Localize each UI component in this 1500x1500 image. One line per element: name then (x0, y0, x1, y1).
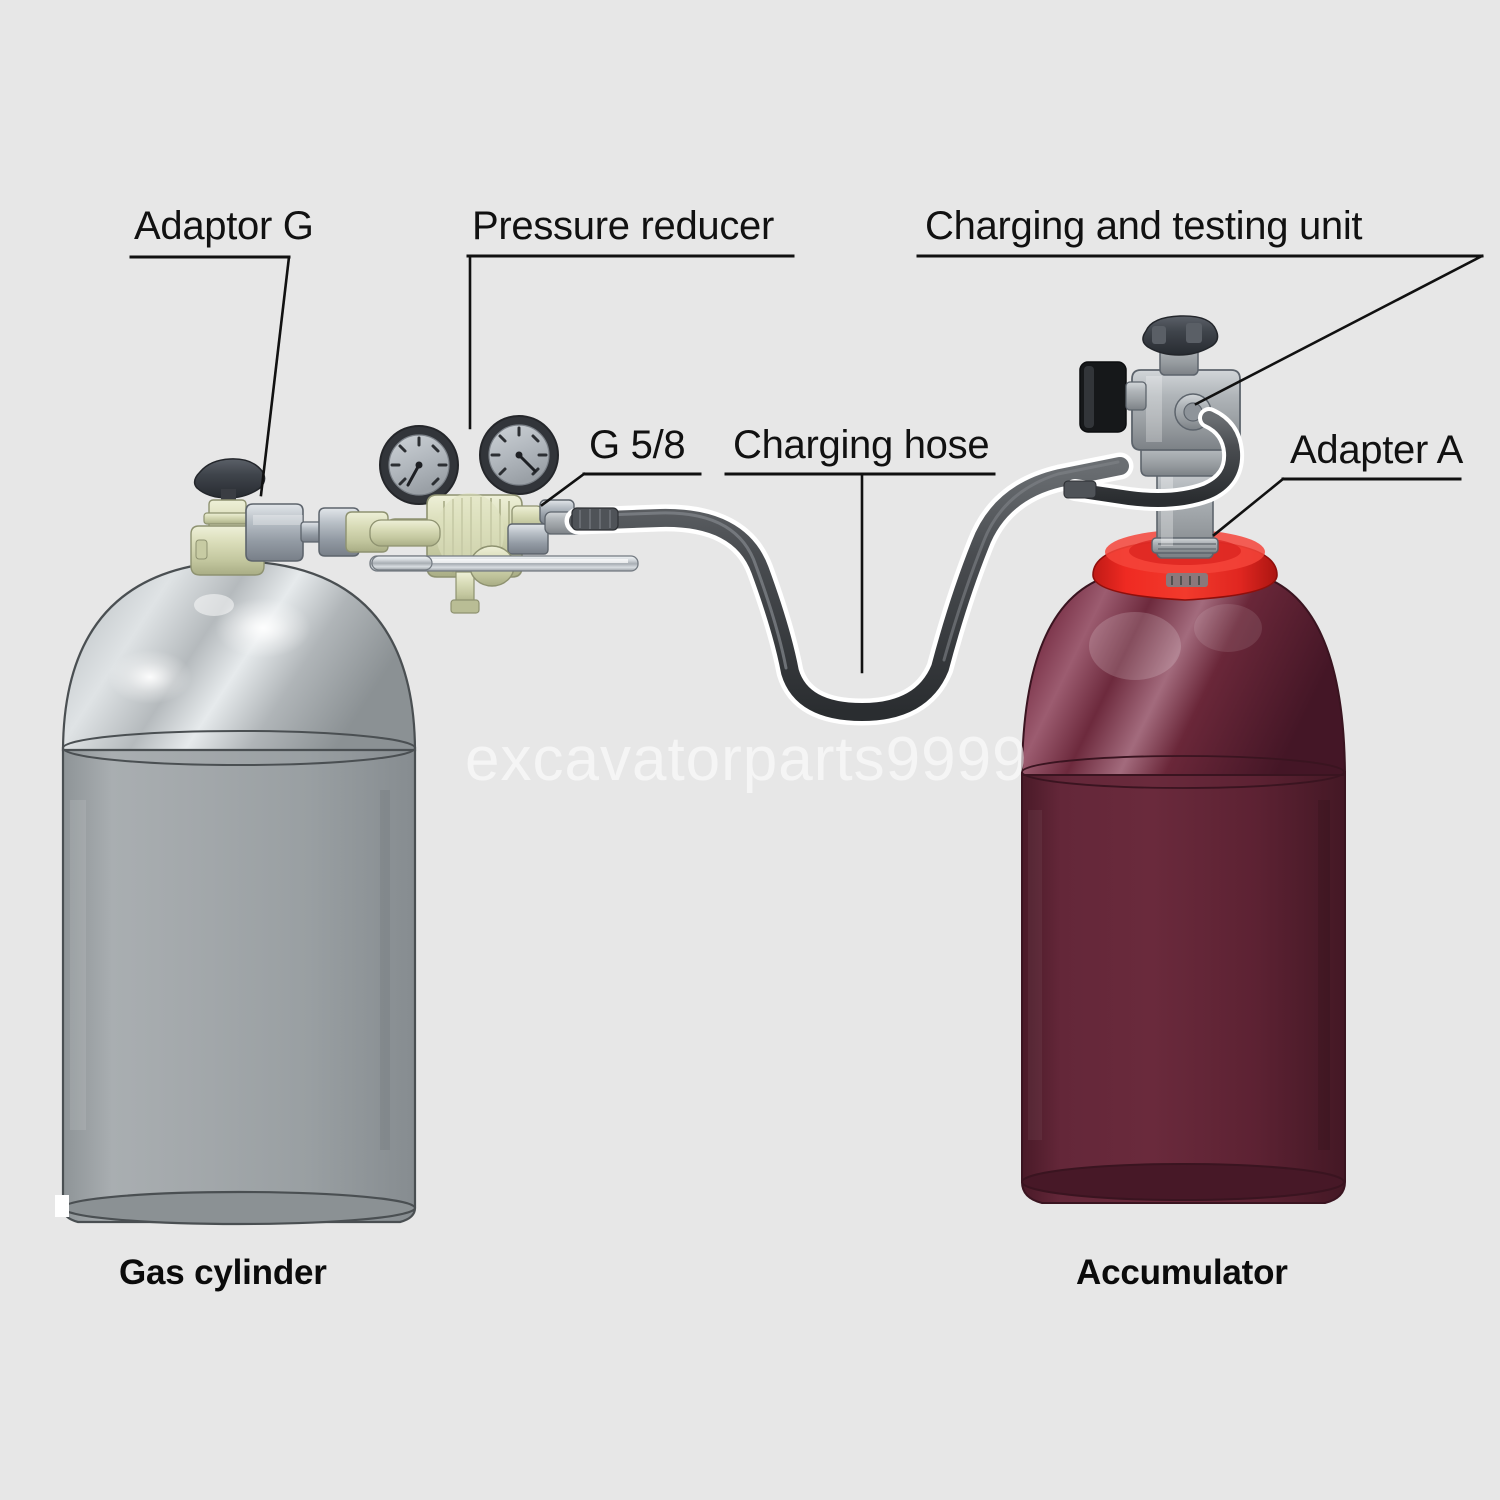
callout-label-charging-and-testing-unit: Charging and testing unit (925, 204, 1363, 248)
gas-cylinder-graphic (55, 559, 417, 1226)
gauge-left (379, 425, 459, 505)
charging-and-testing-unit-graphic (1063, 315, 1245, 559)
callout-leader-charging-and-testing-unit (1194, 254, 1484, 406)
render-artifact (55, 1195, 69, 1217)
callout-label-charging-hose: Charging hose (733, 423, 990, 467)
caption-gas-cylinder: Gas cylinder (119, 1253, 327, 1292)
accumulator-graphic (1020, 530, 1347, 1204)
callout-leader-adapter-a (1212, 477, 1285, 537)
callout-leaders (129, 254, 1484, 674)
pressure-gauge-black (1079, 361, 1147, 433)
callout-label-g-58: G 5/8 (589, 423, 686, 467)
collar-stamp (1166, 573, 1208, 587)
callout-label-adaptor-g: Adaptor G (134, 204, 314, 248)
callout-label-adapter-a: Adapter A (1290, 428, 1463, 472)
callout-leader-g-58 (540, 472, 586, 507)
gauge-right (479, 415, 559, 495)
charging-hose-graphic (564, 452, 1134, 726)
caption-accumulator: Accumulator (1076, 1253, 1288, 1292)
callout-leader-adaptor-g (259, 255, 291, 497)
callout-label-pressure-reducer: Pressure reducer (472, 204, 774, 248)
